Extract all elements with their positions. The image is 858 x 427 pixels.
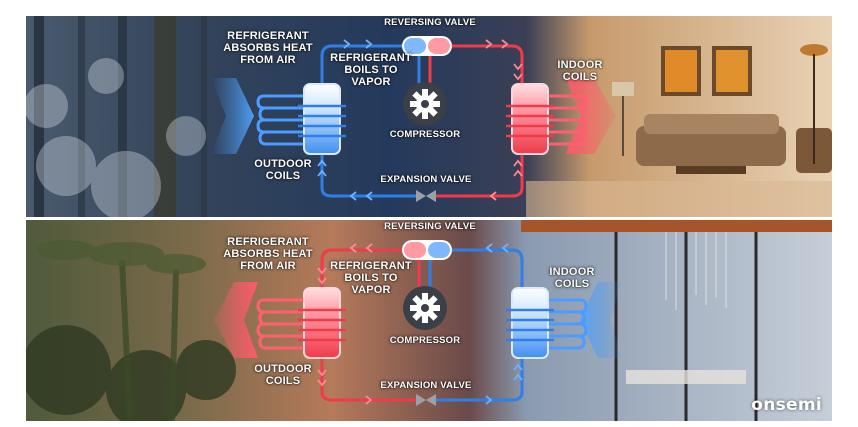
outdoor-coils-label: OUTDOOR COILS [254, 158, 312, 182]
outdoor-coils-label: OUTDOOR COILS [254, 363, 312, 387]
compressor-label: COMPRESSOR [389, 129, 461, 140]
compressor-gear-icon [403, 286, 447, 330]
outdoor-air-arrow [214, 282, 258, 358]
cooling-scene [26, 220, 832, 421]
reversing-valve-icon [402, 36, 452, 56]
outdoor-coil-icon [256, 287, 346, 359]
heating-scene [26, 16, 832, 217]
reversing-valve-icon [402, 240, 452, 260]
absorbs-heat-label: REFRIGERANT ABSORBS HEAT FROM AIR [223, 236, 313, 272]
heating-mode-panel: REVERSING VALVE REFRIGERANT ABSORBS HEAT… [26, 16, 832, 217]
boils-to-vapor-label: REFRIGERANT BOILS TO VAPOR [330, 260, 412, 296]
indoor-coil-icon [506, 287, 588, 359]
indoor-coil-icon [506, 83, 588, 155]
reversing-valve-label: REVERSING VALVE [384, 221, 476, 232]
indoor-air-arrow [580, 282, 622, 358]
cooling-mode-panel: REVERSING VALVE REFRIGERANT ABSORBS HEAT… [26, 220, 832, 421]
indoor-coils-label: INDOOR COILS [557, 59, 603, 83]
reversing-valve-label: REVERSING VALVE [384, 17, 476, 28]
boils-to-vapor-label: REFRIGERANT BOILS TO VAPOR [330, 52, 412, 88]
expansion-valve-label: EXPANSION VALVE [380, 380, 472, 391]
compressor-gear-icon [403, 82, 447, 126]
indoor-coils-label: INDOOR COILS [549, 266, 595, 290]
expansion-valve-icon [416, 394, 436, 406]
onsemi-logo: onsemi [751, 395, 822, 415]
expansion-valve-label: EXPANSION VALVE [380, 174, 472, 185]
compressor-label: COMPRESSOR [389, 335, 461, 346]
expansion-valve-icon [416, 190, 436, 202]
outdoor-air-arrow [211, 78, 254, 154]
outdoor-coil-icon [256, 83, 346, 155]
absorbs-heat-label: REFRIGERANT ABSORBS HEAT FROM AIR [223, 30, 313, 66]
